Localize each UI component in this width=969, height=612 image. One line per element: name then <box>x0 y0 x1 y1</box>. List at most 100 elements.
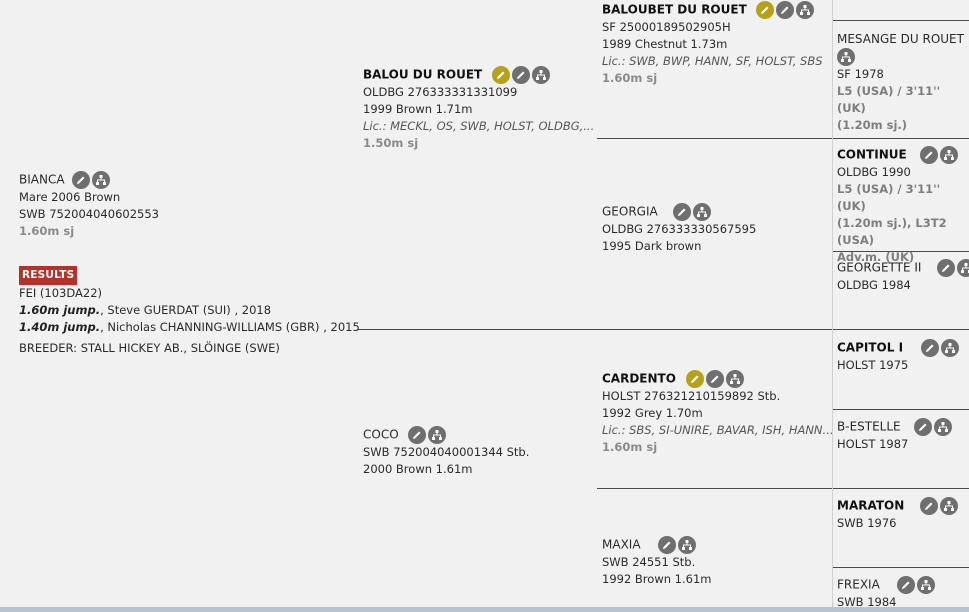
edit-icon[interactable] <box>408 426 427 444</box>
fei-id: FEI (103DA22) <box>19 286 103 300</box>
g3-dds-name[interactable]: MARATON <box>837 498 905 513</box>
dam-block: COCO SWB 752004040001344 Stb. 2000 Brown… <box>363 426 593 478</box>
results-badge[interactable]: RESULTS <box>19 266 78 285</box>
pedigree-tree-icon[interactable] <box>837 48 855 66</box>
sire-info: 1999 Brown 1.71m <box>363 102 473 116</box>
ss-reg: SF 25000189502905H <box>602 20 731 34</box>
subject-line1: Mare 2006 Brown <box>19 190 121 204</box>
sd-name[interactable]: GEORGIA <box>602 204 658 219</box>
pedigree-tree-icon[interactable] <box>678 536 697 554</box>
pedigree-tree-icon[interactable] <box>957 259 969 277</box>
divider-g3-4 <box>832 567 969 568</box>
edit-icon[interactable] <box>914 418 933 436</box>
pedigree-tree-icon[interactable] <box>796 1 815 19</box>
pedigree-tree-icon[interactable] <box>939 497 958 515</box>
dd-reg: SWB 24551 Stb. <box>602 555 696 569</box>
dam-reg: SWB 752004040001344 Stb. <box>363 445 530 459</box>
g3-dds-block: MARATON SWB 1976 <box>837 497 969 532</box>
edit-icon[interactable] <box>920 339 939 357</box>
g3-dss-reg: HOLST 1975 <box>837 358 909 372</box>
g3-sdd-reg: OLDBG 1984 <box>837 278 911 292</box>
divider-g3-2 <box>832 251 969 252</box>
g3-ddd-name[interactable]: FREXIA <box>837 577 880 592</box>
pedigree-tree-icon[interactable] <box>940 339 959 357</box>
g3-ddd-reg: SWB 1984 <box>837 595 897 609</box>
vdivider-g3 <box>832 0 833 607</box>
ds-name[interactable]: CARDENTO <box>602 371 676 386</box>
dd-info: 1992 Brown 1.61m <box>602 572 712 586</box>
subject-line2: SWB 752004040602553 <box>19 207 159 221</box>
edit-icon[interactable] <box>673 203 692 221</box>
g3-ddd-block: FREXIA SWB 1984 <box>837 576 969 611</box>
ss-discipline: 1.60m sj <box>602 71 658 85</box>
dd-block: MAXIA SWB 24551 Stb. 1992 Brown 1.61m <box>602 536 830 588</box>
stallion-license-icon[interactable] <box>685 370 704 388</box>
subject-name[interactable]: BIANCA <box>19 172 65 187</box>
divider-ss-sd <box>597 138 969 139</box>
g3-ssd-r2: (1.20m sj.) <box>837 118 908 132</box>
g3-sds-name[interactable]: CONTINUE <box>837 147 907 162</box>
g3-dss-name[interactable]: CAPITOL I <box>837 340 904 355</box>
edit-icon[interactable] <box>937 259 956 277</box>
dam-info: 2000 Brown 1.61m <box>363 462 473 476</box>
ds-reg: HOLST 276321210159892 Stb. <box>602 389 781 403</box>
divider-g3-1 <box>832 20 969 21</box>
g3-ssd-name[interactable]: MESANGE DU ROUET <box>837 32 964 46</box>
pedigree-tree-icon[interactable] <box>934 418 953 436</box>
sd-reg: OLDBG 276333330567595 <box>602 222 757 236</box>
edit-icon[interactable] <box>72 171 91 189</box>
ds-lic: Lic.: SBS, SI-UNIRE, BAVAR, ISH, HANN... <box>602 423 834 437</box>
ds-discipline: 1.60m sj <box>602 440 658 454</box>
g3-dds-reg: SWB 1976 <box>837 516 897 530</box>
pedigree-tree-icon[interactable] <box>917 576 936 594</box>
divider-ds-dd <box>597 488 969 489</box>
sire-discipline: 1.50m sj <box>363 136 419 150</box>
g3-sds-r2: (1.20m sj.), L3T2 (USA) <box>837 216 947 247</box>
sire-lic: Lic.: MECKL, OS, SWB, HOLST, OLDBG,... <box>363 119 595 133</box>
result-row-1: 1.60m jump., Steve GUERDAT (SUI) , 2018 <box>19 303 272 317</box>
g3-sds-block: CONTINUE OLDBG 1990 L5 (USA) / 3'11'' (U… <box>837 146 969 266</box>
edit-icon[interactable] <box>919 497 938 515</box>
sire-reg: OLDBG 276333331331099 <box>363 85 518 99</box>
g3-ssd-r1: L5 (USA) / 3'11'' (UK) <box>837 84 941 115</box>
ds-block: CARDENTO HOLST 276321210159892 Stb. 1992… <box>602 370 834 456</box>
pedigree-tree-icon[interactable] <box>693 203 712 221</box>
g3-dsd-name[interactable]: B-ESTELLE <box>837 419 901 434</box>
sire-name[interactable]: BALOU DU ROUET <box>363 67 483 82</box>
edit-icon[interactable] <box>511 66 530 84</box>
pedigree-tree-icon[interactable] <box>531 66 550 84</box>
edit-icon[interactable] <box>920 146 939 164</box>
g3-dss-block: CAPITOL I HOLST 1975 <box>837 339 969 374</box>
breeder: BREEDER: STALL HICKEY AB., SLÖINGE (SWE) <box>19 341 280 355</box>
edit-icon[interactable] <box>705 370 724 388</box>
edit-icon[interactable] <box>897 576 916 594</box>
ds-info: 1992 Grey 1.70m <box>602 406 703 420</box>
pedigree-tree-icon[interactable] <box>92 171 111 189</box>
divider-sire-dam <box>358 329 969 330</box>
g3-sdd-name[interactable]: GEORGETTE II <box>837 260 922 275</box>
pedigree-tree-icon[interactable] <box>940 146 959 164</box>
dd-name[interactable]: MAXIA <box>602 537 641 552</box>
g3-ssd-reg: SF 1978 <box>837 67 884 81</box>
ss-lic: Lic.: SWB, BWP, HANN, SF, HOLST, SBS <box>602 54 823 68</box>
pedigree-tree-icon[interactable] <box>725 370 744 388</box>
ss-block: BALOUBET DU ROUET SF 25000189502905H 198… <box>602 1 830 87</box>
edit-icon[interactable] <box>658 536 677 554</box>
g3-sds-r3: Adv.m. (UK) <box>837 250 915 264</box>
sd-info: 1995 Dark brown <box>602 239 702 253</box>
g3-dsd-reg: HOLST 1987 <box>837 437 909 451</box>
ss-name[interactable]: BALOUBET DU ROUET <box>602 2 747 17</box>
result-row-2: 1.40m jump., Nicholas CHANNING-WILLIAMS … <box>19 320 360 334</box>
sd-block: GEORGIA OLDBG 276333330567595 1995 Dark … <box>602 203 830 255</box>
divider-g3-3 <box>832 409 969 410</box>
g3-sds-reg: OLDBG 1990 <box>837 165 911 179</box>
stallion-license-icon[interactable] <box>756 1 775 19</box>
ss-info: 1989 Chestnut 1.73m <box>602 37 728 51</box>
edit-icon[interactable] <box>776 1 795 19</box>
g3-sdd-block: GEORGETTE II OLDBG 1984 <box>837 259 969 294</box>
subject-discipline: 1.60m sj <box>19 224 75 238</box>
pedigree-tree-icon[interactable] <box>428 426 447 444</box>
subject-block: BIANCA Mare 2006 Brown SWB 7520040406025… <box>19 171 360 357</box>
stallion-license-icon[interactable] <box>491 66 510 84</box>
dam-name[interactable]: COCO <box>363 427 399 442</box>
